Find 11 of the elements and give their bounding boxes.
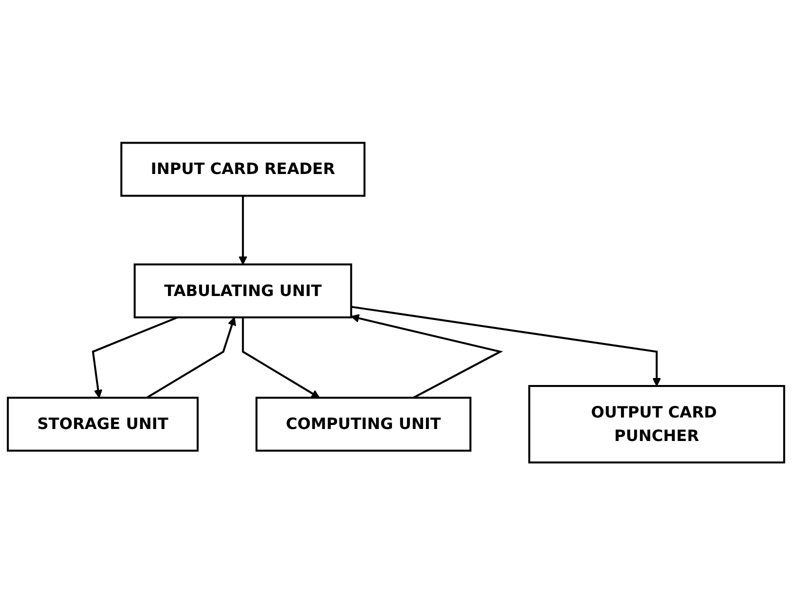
arrow: [351, 306, 662, 387]
arrow: [242, 318, 320, 398]
node-box: TABULATING UNIT: [134, 264, 352, 319]
arrow: [350, 314, 504, 399]
node-box: OUTPUT CARD PUNCHER: [528, 385, 786, 464]
arrow: [238, 196, 248, 266]
arrow: [146, 317, 236, 399]
node-box: COMPUTING UNIT: [256, 397, 472, 452]
node-box: INPUT CARD READER: [120, 142, 366, 198]
arrow: [92, 316, 178, 398]
node-box: STORAGE UNIT: [6, 397, 199, 452]
